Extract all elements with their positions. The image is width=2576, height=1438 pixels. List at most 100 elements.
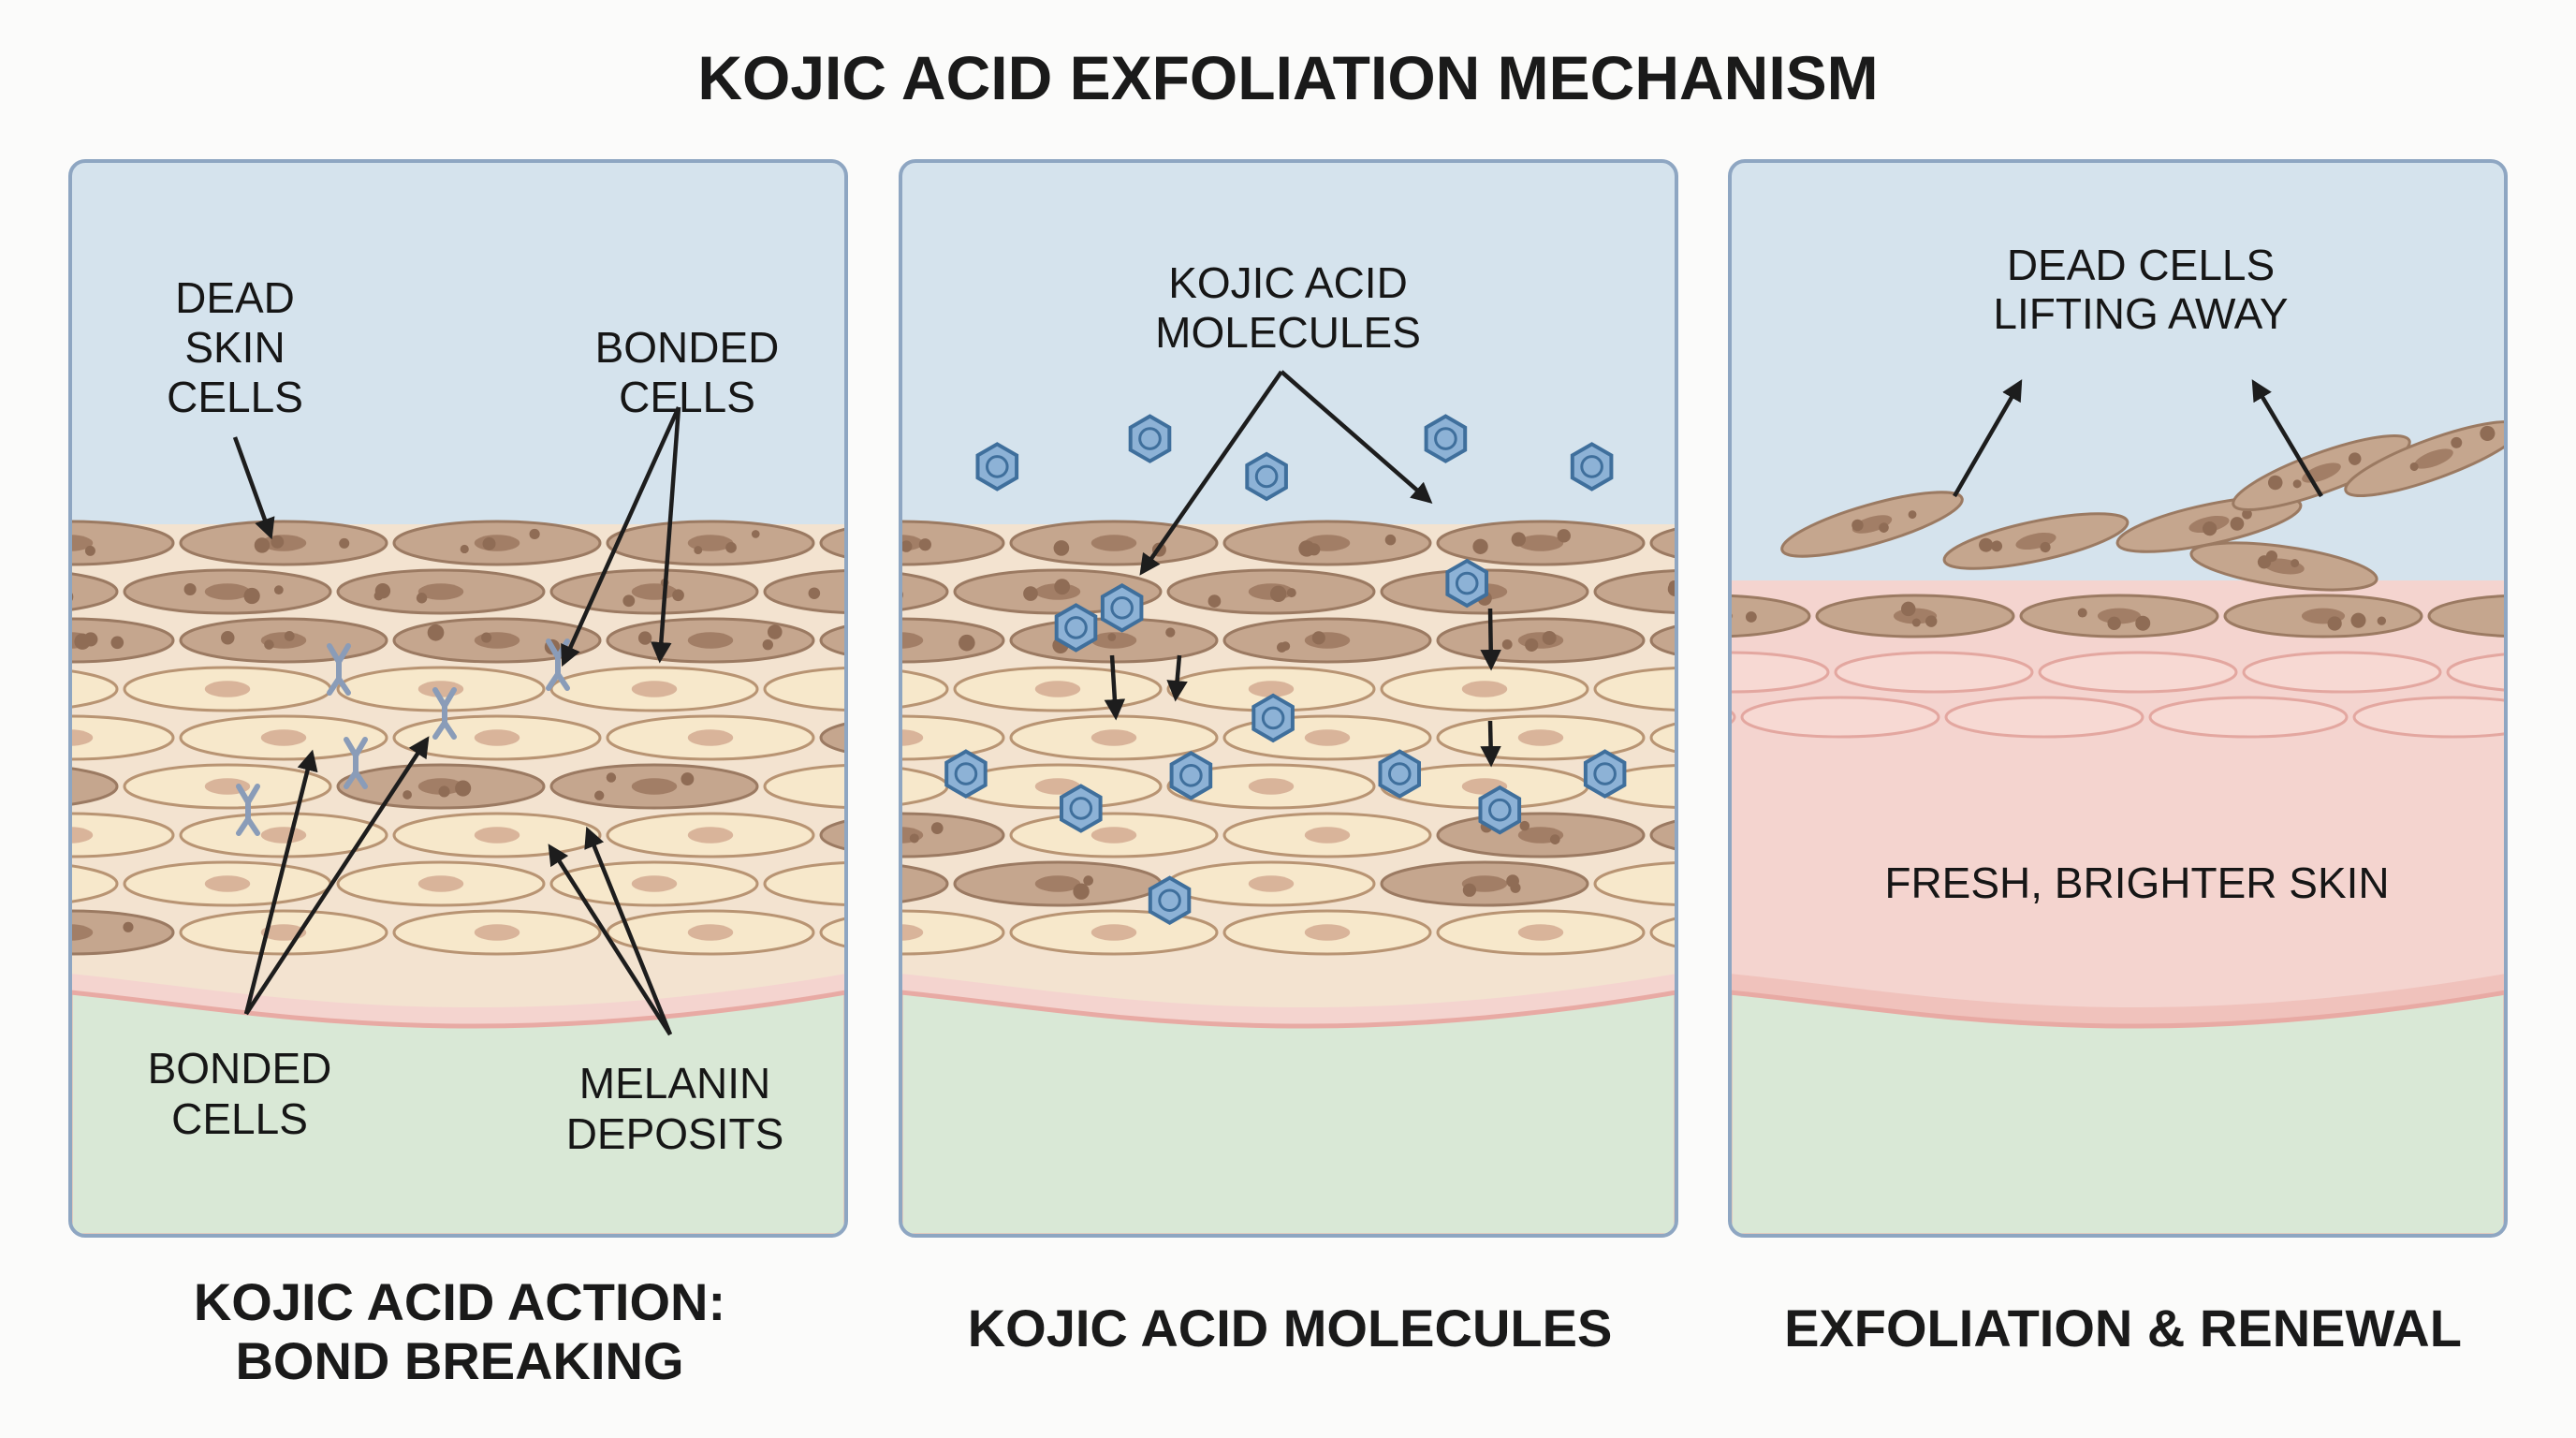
skin-cell (392, 812, 602, 858)
dead-skin-cell (392, 617, 602, 664)
dead-skin-cell (179, 617, 388, 664)
melanin-spot (40, 785, 51, 795)
melanin-spot (2377, 616, 2387, 625)
cell-nucleus (70, 924, 94, 941)
dead-skin-cell (819, 714, 846, 761)
cell-body (819, 714, 846, 761)
cell-nucleus (1852, 515, 1893, 534)
svg-text:SKIN: SKIN (184, 323, 285, 372)
melanin-spot (1462, 883, 1477, 897)
skin-cell (336, 860, 546, 907)
melanin-spot (1054, 579, 1071, 595)
label-bonded-cells-top: BONDED CELLS (595, 323, 780, 421)
svg-text:LIFTING AWAY: LIFTING AWAY (1993, 289, 2288, 338)
melanin-spot (681, 772, 695, 786)
dead-skin-cell (819, 617, 877, 664)
svg-text:DEPOSITS: DEPOSITS (566, 1109, 784, 1158)
cell-nucleus (1675, 778, 1676, 795)
skin-cell (1593, 860, 1676, 907)
dead-skin-cell (1222, 520, 1432, 566)
kojic-acid-molecule (1128, 414, 1172, 463)
cell-nucleus (1517, 632, 1564, 649)
melanin-spot (1557, 529, 1571, 543)
arrow-molecules-2 (1280, 370, 1433, 504)
melanin-spot (2350, 612, 2366, 628)
melanin-spot (2230, 517, 2245, 531)
cell-bond (344, 737, 368, 789)
cell-nucleus (417, 778, 464, 795)
melanin-spot (606, 772, 617, 783)
melanin-spot (1721, 828, 1729, 835)
melanin-spot (672, 589, 684, 602)
melanin-spot (1286, 588, 1296, 598)
cell-nucleus (844, 681, 846, 697)
skin-cell (392, 909, 602, 956)
cell-nucleus (70, 535, 94, 551)
cell-nucleus (1304, 924, 1351, 941)
fresh-skin-cell (1730, 651, 1830, 694)
skin-cell (763, 763, 846, 810)
cell-body (70, 763, 119, 810)
melanin-spot (1501, 638, 1513, 650)
melanin-spot (1472, 538, 1488, 554)
melanin-spot (1668, 580, 1676, 592)
dead-skin-cell (900, 520, 1005, 566)
dermis-layer (70, 990, 846, 1236)
skin-cell (179, 714, 388, 761)
cell-nucleus (687, 827, 734, 844)
melanin-spot (123, 921, 134, 932)
skin-cell (179, 909, 388, 956)
melanin-spot (2292, 479, 2302, 489)
cell-nucleus (1090, 827, 1137, 844)
melanin-spot (416, 593, 428, 604)
melanin-spot (1900, 601, 1916, 617)
melanin-spot (1308, 543, 1321, 556)
cell-body (763, 860, 846, 907)
cell-body (1730, 594, 1811, 638)
cell-nucleus (417, 583, 464, 600)
kojic-acid-molecule (1378, 749, 1421, 799)
svg-text:DEAD CELLS: DEAD CELLS (2007, 241, 2275, 289)
cell-nucleus (1034, 778, 1081, 795)
cell-bond (327, 643, 351, 696)
cell-body (900, 666, 949, 712)
arrow-penetrate-1 (1104, 654, 1126, 721)
dead-skin-cell (1730, 594, 1811, 638)
dead-skin-cell (1436, 617, 1646, 664)
melanin-spot (1519, 820, 1530, 831)
cell-nucleus (631, 875, 678, 892)
molecule-inner-ring (1110, 596, 1134, 620)
melanin-spot (762, 638, 773, 651)
dead-skin-cell (819, 520, 846, 566)
melanin-spot (271, 535, 285, 549)
melanin-spot (1053, 540, 1070, 556)
cell-body (819, 617, 846, 664)
skin-cell (123, 860, 332, 907)
melanin-spot (918, 538, 931, 551)
melanin-spot (861, 625, 877, 641)
melanin-spot (622, 594, 636, 608)
cell-nucleus (687, 924, 734, 941)
cell-body (819, 520, 846, 566)
melanin-spot (879, 632, 891, 644)
melanin-spot (1073, 883, 1090, 900)
melanin-spot (2107, 616, 2121, 631)
cell-nucleus (2097, 608, 2142, 624)
dead-skin-cell (819, 812, 846, 858)
svg-text:MELANIN: MELANIN (579, 1059, 770, 1108)
svg-text:BONDED: BONDED (595, 323, 780, 372)
skin-cell (1436, 714, 1646, 761)
svg-text:CELLS: CELLS (619, 373, 755, 421)
cell-nucleus (631, 778, 678, 795)
melanin-spot (930, 822, 944, 834)
melanin-spot (871, 588, 885, 602)
kojic-acid-molecule (1445, 558, 1488, 609)
dead-skin-cell (70, 520, 175, 566)
melanin-spot (2409, 462, 2419, 471)
cell-body (900, 812, 1005, 858)
cell-body (1649, 812, 1676, 858)
cell-body (763, 568, 846, 615)
cell-nucleus (474, 535, 520, 551)
melanin-spot (339, 537, 350, 549)
